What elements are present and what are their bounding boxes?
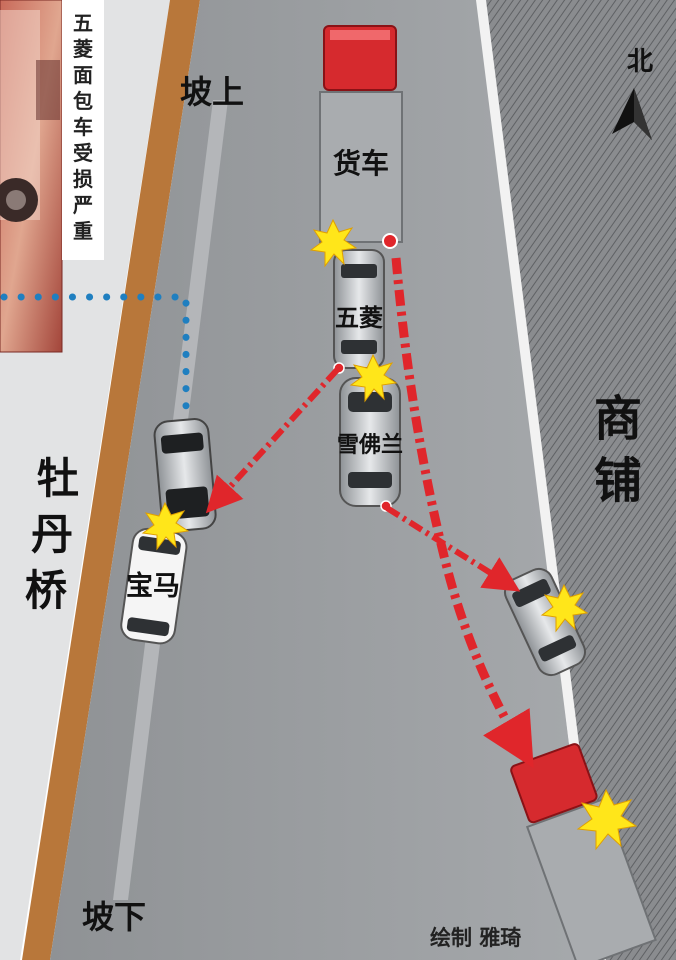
impact-burst-icon [540,583,589,633]
slope-up-label: 坡上 [180,73,244,111]
credit-label: 绘制 雅琦 [430,926,521,950]
chevrolet-label: 雪佛兰 [337,432,403,458]
dark-car [153,418,217,532]
svg-text:菱: 菱 [73,37,93,61]
slope-down-label: 坡下 [82,898,146,936]
svg-text:面: 面 [73,63,93,87]
bridge-char-1: 牡 [37,454,79,503]
shop-area [486,0,676,960]
photo-caption-bg [62,0,104,260]
chevrolet-car [339,377,401,512]
bmw-path-dotted [0,293,190,434]
chevrolet-trajectory-arrow [385,505,521,592]
wuling-trajectory-arrow [205,367,340,514]
shop-char-1: 商 [594,391,642,447]
road-edge-line [476,0,606,960]
north-arrow-icon [612,88,652,140]
bridge-char-2: 丹 [31,510,73,559]
photo-caption: 五 菱 面 包 车 受 损 严 重 [72,11,93,243]
svg-text:车: 车 [73,115,93,139]
impact-burst-icon [309,218,358,268]
bmw-label: 宝马 [126,570,180,602]
svg-text:五: 五 [73,11,93,35]
curb-strip [22,0,200,960]
svg-text:受: 受 [73,141,93,165]
svg-text:重: 重 [73,219,93,243]
svg-text:严: 严 [72,193,93,217]
svg-text:损: 损 [73,167,93,191]
shop-char-2: 铺 [594,453,642,509]
truck-top-label: 货车 [333,147,389,180]
wuling-label: 五菱 [335,304,383,332]
svg-text:包: 包 [73,89,93,113]
road [50,0,595,960]
north-label: 北 [627,47,653,77]
damage-photo [0,0,63,353]
bridge-char-3: 桥 [25,566,67,615]
truck-top [319,25,403,249]
wuling-van [333,249,385,374]
impact-burst-icon [141,501,190,551]
impact-burst-icon [576,788,638,851]
truck-trajectory-arrow [391,257,534,769]
impact-burst-icon [349,353,398,403]
